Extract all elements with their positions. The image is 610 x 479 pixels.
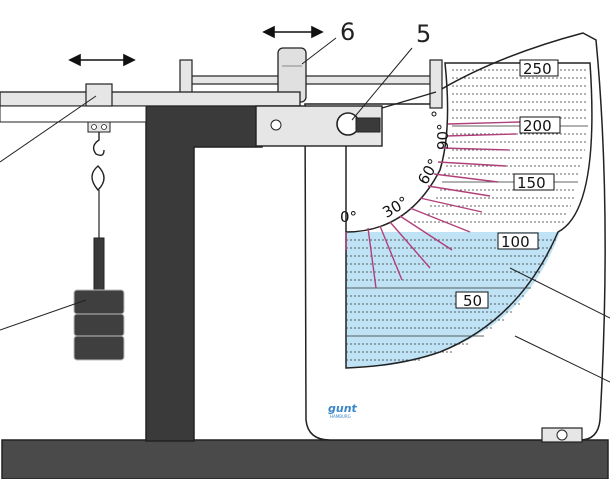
rider-pin-left <box>91 124 97 130</box>
tank-arm-to-pivot <box>381 91 437 109</box>
base-plate <box>1 439 609 479</box>
upper-guide-rod <box>185 75 439 85</box>
spirit-level-bubble <box>556 429 568 441</box>
scale-label-150: 150 <box>517 174 546 192</box>
scale-label-150-group: 150 <box>513 173 555 192</box>
callout-6: 6 <box>340 18 355 46</box>
callout-6-leader <box>301 37 337 65</box>
quadrant-scale-lines-water <box>346 239 556 361</box>
weight-disk-3 <box>73 335 125 361</box>
callout-5-leader <box>351 47 413 121</box>
callout-5: 5 <box>416 20 431 48</box>
scale-label-100: 100 <box>501 233 530 251</box>
lever-rider <box>85 83 113 107</box>
quadrant-outline <box>345 62 593 369</box>
guide-rod-right-support <box>429 59 443 109</box>
pivot-clamp <box>355 117 381 133</box>
logo-sub: HAMBURG <box>330 414 351 419</box>
pivot-screw <box>270 119 282 131</box>
leader-line-tank <box>514 335 610 383</box>
leader-line-water <box>509 267 610 319</box>
scale-label-50: 50 <box>463 292 482 310</box>
callout-weight-leader <box>0 299 87 331</box>
angle-scale-marks <box>345 121 521 289</box>
angle-label-90-mark <box>431 111 437 117</box>
rider-pin-right <box>101 124 107 130</box>
weight-stem <box>93 237 105 293</box>
water-region <box>346 232 560 368</box>
support-stand <box>145 100 263 442</box>
gunt-logo: gunt HAMBURG <box>328 402 358 419</box>
weight-disk-2 <box>73 313 125 337</box>
scale-label-200: 200 <box>523 117 552 135</box>
lever-arm-scale-strip <box>0 105 147 123</box>
scale-label-50-group: 50 <box>455 291 489 310</box>
callout-rider-leader <box>0 95 97 163</box>
scale-label-100-group: 100 <box>497 232 539 251</box>
slide-arrow-counterweight <box>262 25 324 39</box>
scale-label-250: 250 <box>523 60 552 78</box>
logo-brand: gunt <box>328 402 358 415</box>
hanger-loop <box>91 165 105 192</box>
angle-label-0: 0° <box>340 208 357 226</box>
slide-arrow-rider <box>68 53 136 67</box>
lever-arm <box>0 91 301 107</box>
scale-label-200-group: 200 <box>519 116 561 135</box>
scale-label-250-group: 250 <box>519 59 559 78</box>
angle-label-90: 90° <box>434 123 452 150</box>
hook <box>92 132 105 157</box>
